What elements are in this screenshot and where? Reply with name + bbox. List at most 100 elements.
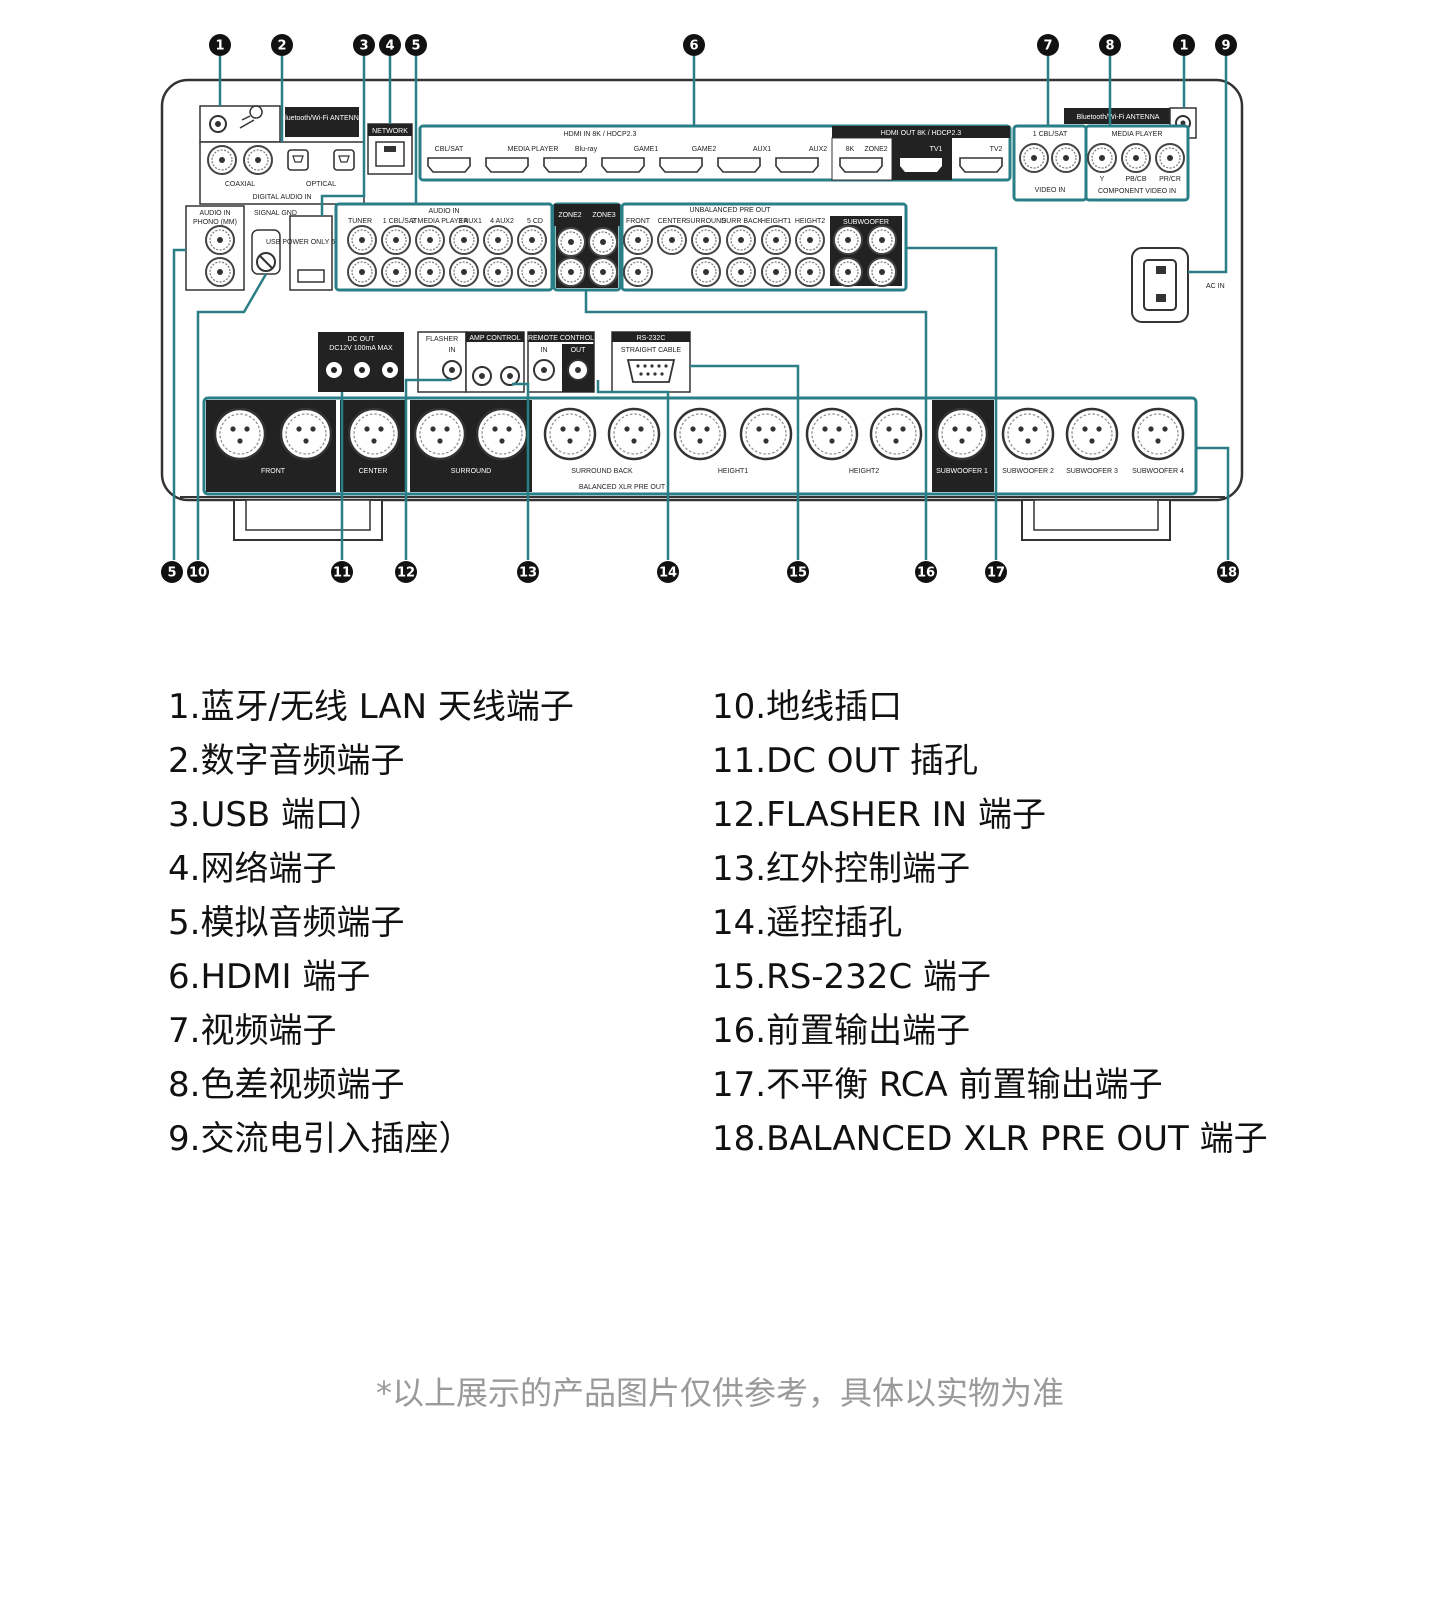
remote-out-label: OUT	[571, 347, 587, 354]
hdmi-in-2-label: MEDIA PLAYER	[508, 146, 559, 153]
callout-marker	[379, 34, 401, 56]
legend-item: 5.模拟音频端子	[168, 903, 405, 943]
usb-label: USB POWER ONLY 5V/1.5A	[266, 239, 356, 246]
dc-out-panel: DC OUT DC12V 100mA MAX	[318, 332, 404, 392]
unbalanced-pre-out-panel: UNBALANCED PRE OUT FRONT CENTER SURROUND…	[620, 202, 908, 292]
pre-out-front-label: FRONT	[626, 218, 651, 225]
bt-antenna-label-right: Bluetooth/Wi-Fi ANTENNA	[1077, 114, 1160, 121]
callout-marker	[683, 34, 705, 56]
balanced-xlr-pre-out-label: BALANCED XLR PRE OUT	[579, 484, 666, 491]
callout-marker	[1217, 561, 1239, 583]
callout-marker	[1099, 34, 1121, 56]
legend-item: 7.视频端子	[168, 1011, 337, 1051]
zone-pre-out-panel: ZONE2 ZONE3	[552, 202, 622, 292]
callout-number: 15	[789, 566, 807, 581]
callout-marker	[1173, 34, 1195, 56]
component-pr-label: PR/CR	[1159, 176, 1181, 183]
xlr-sub2-label: SUBWOOFER 2	[1002, 468, 1054, 475]
remote-in-label: IN	[541, 347, 548, 354]
audio-in-3-label: 3 AUX1	[458, 218, 482, 225]
callout-number: 3	[359, 39, 368, 54]
legend-item: 18.BALANCED XLR PRE OUT 端子	[712, 1119, 1268, 1159]
component-y-label: Y	[1100, 176, 1105, 183]
phono-label: PHONO (MM)	[193, 219, 237, 226]
straight-cable-label: STRAIGHT CABLE	[621, 347, 681, 354]
remote-control-label: REMOTE CONTROL	[528, 335, 594, 342]
legend-item: 9.交流电引入插座）	[168, 1119, 473, 1159]
pre-out-height2-label: HEIGHT2	[795, 218, 825, 225]
video-in-label: VIDEO IN	[1035, 187, 1066, 194]
xlr-sub1-label: SUBWOOFER 1	[936, 468, 988, 475]
legend-item: 3.USB 端口）	[168, 795, 384, 835]
unbalanced-pre-out-label: UNBALANCED PRE OUT	[690, 207, 772, 214]
bt-antenna-label-left: Bluetooth/Wi-Fi ANTENNA	[281, 115, 364, 122]
dc-out-label: DC OUT	[348, 336, 376, 343]
xlr-height2-label: HEIGHT2	[849, 468, 879, 475]
zone2-label: ZONE2	[558, 212, 581, 219]
leader-lines	[172, 56, 1230, 560]
xlr-surround-label: SURROUND	[451, 468, 491, 475]
hdmi-out-zone2-label: ZONE2	[864, 146, 887, 153]
xlr-jacks	[213, 407, 1185, 461]
pre-out-height1-label: HEIGHT1	[761, 218, 791, 225]
callout-marker	[1037, 34, 1059, 56]
flasher-in-label: IN	[449, 347, 456, 354]
video-in-inputs-label: 1 CBL/SAT	[1033, 131, 1068, 138]
audio-in-label: AUDIO IN	[428, 208, 459, 215]
hdmi-out-label: HDMI OUT 8K / HDCP2.3	[881, 130, 961, 137]
usb-port: USB POWER ONLY 5V/1.5A	[266, 215, 356, 291]
legend-item: 17.不平衡 RCA 前置输出端子	[712, 1065, 1163, 1105]
pre-out-subwoofer-label: SUBWOOFER	[843, 219, 889, 226]
legend-right-column: 10.地线插口 11.DC OUT 插孔 12.FLASHER IN 端子 13…	[712, 680, 1268, 1166]
callout-marker	[657, 561, 679, 583]
legend-item: 4.网络端子	[168, 849, 337, 889]
legend-item: 13.红外控制端子	[712, 849, 971, 889]
callout-marker	[209, 34, 231, 56]
callout-marker	[187, 561, 209, 583]
component-pb-label: PB/CB	[1125, 176, 1146, 183]
optical-label: OPTICAL	[306, 181, 336, 188]
legend-item: 12.FLASHER IN 端子	[712, 795, 1046, 835]
phono-panel: AUDIO IN PHONO (MM) SIGNAL GND	[185, 205, 297, 291]
component-video-in-label: COMPONENT VIDEO IN	[1098, 188, 1176, 195]
legend-left-column: 1.蓝牙/无线 LAN 天线端子 2.数字音频端子 3.USB 端口） 4.网络…	[168, 680, 574, 1166]
digital-audio-in-panel: COAXIAL OPTICAL DIGITAL AUDIO IN	[199, 141, 365, 205]
callout-marker	[985, 561, 1007, 583]
callout-number: 6	[689, 39, 698, 54]
callout-number: 17	[987, 566, 1005, 581]
callout-number: 12	[397, 566, 415, 581]
callout-number: 5	[411, 39, 420, 54]
legend-item: 1.蓝牙/无线 LAN 天线端子	[168, 687, 574, 727]
callout-number: 1	[1179, 39, 1188, 54]
callout-marker	[517, 561, 539, 583]
rs232c-label: RS-232C	[637, 335, 666, 342]
pre-out-surrback-label: SURR BACK	[722, 218, 763, 225]
callout-marker	[787, 561, 809, 583]
audio-in-tuner-label: TUNER	[348, 218, 372, 225]
hdmi-out-8k-label: 8K	[846, 146, 855, 153]
callout-marker	[161, 561, 183, 583]
callout-number: 5	[167, 566, 176, 581]
flasher-label: FLASHER	[426, 336, 458, 343]
xlr-surround-back-label: SURROUND BACK	[571, 468, 633, 475]
legend-item: 11.DC OUT 插孔	[712, 741, 979, 781]
digital-audio-in-label: DIGITAL AUDIO IN	[252, 194, 311, 201]
callout-marker	[395, 561, 417, 583]
pre-out-center-label: CENTER	[658, 218, 687, 225]
callout-marker	[271, 34, 293, 56]
legend-item: 14.遥控插孔	[712, 903, 903, 943]
xlr-sub3-label: SUBWOOFER 3	[1066, 468, 1118, 475]
network-label: NETWORK	[372, 128, 408, 135]
callout-number: 7	[1043, 39, 1052, 54]
pre-out-surround-label: SURROUND	[686, 218, 726, 225]
callout-number: 11	[333, 566, 351, 581]
audio-in-label-phono: AUDIO IN	[199, 210, 230, 217]
legend-item: 15.RS-232C 端子	[712, 957, 991, 997]
media-player-label: MEDIA PLAYER	[1112, 131, 1163, 138]
signal-gnd-label: SIGNAL GND	[254, 210, 297, 217]
hdmi-in-label: HDMI IN 8K / HDCP2.3	[564, 131, 637, 138]
callout-number: 1	[215, 39, 224, 54]
legend-item: 6.HDMI 端子	[168, 957, 371, 997]
receiver-rear-panel-diagram: Bluetooth/Wi-Fi ANTENNA COAXIAL OPTICAL …	[160, 34, 1244, 583]
